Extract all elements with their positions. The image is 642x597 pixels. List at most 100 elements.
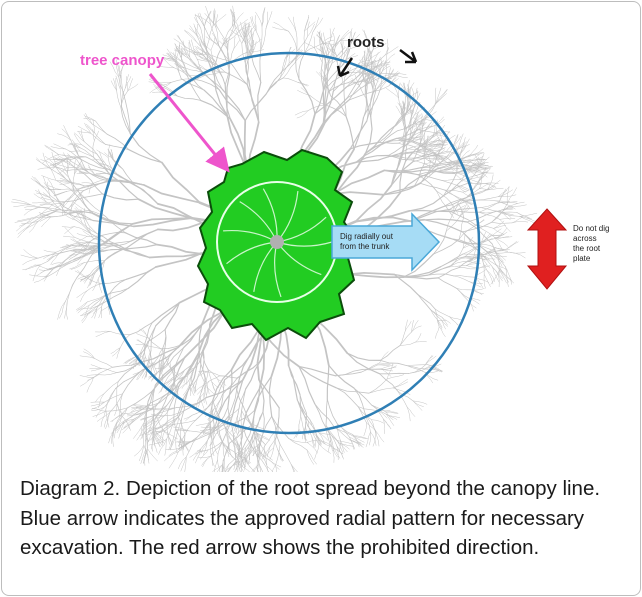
root-branch (212, 442, 218, 455)
root-branch (66, 190, 84, 192)
root-branch (321, 33, 324, 46)
root-branch (77, 241, 87, 250)
root-branch (324, 104, 347, 117)
root-branch (417, 169, 444, 176)
root-branch (74, 162, 81, 175)
root-branch (396, 137, 421, 146)
root-branch (372, 74, 380, 94)
root-branch (64, 301, 68, 319)
root-branch (109, 393, 123, 413)
root-branch (166, 410, 184, 424)
root-branch (92, 243, 118, 247)
root-branch (329, 28, 332, 41)
root-branch (268, 375, 273, 417)
root-branch (296, 399, 311, 421)
root-branch (182, 48, 195, 55)
root-branch (74, 245, 101, 254)
root-branch (55, 162, 68, 168)
root-branch (253, 445, 257, 456)
root-branch (506, 241, 519, 250)
root-branch (402, 253, 434, 278)
root-branch (134, 444, 145, 457)
root-branch (223, 466, 226, 472)
root-branch (54, 200, 66, 210)
root-branch (72, 142, 81, 152)
root-branch (93, 156, 111, 176)
root-branch (217, 43, 230, 61)
root-branch (162, 57, 177, 62)
root-branch (117, 63, 122, 80)
root-branch (379, 140, 400, 146)
root-branch (131, 413, 143, 422)
root-branch (60, 243, 74, 249)
root-branch (233, 453, 237, 470)
root-branch (346, 75, 374, 88)
root-branch (484, 183, 497, 189)
root-branch (211, 381, 216, 392)
root-branch (383, 418, 392, 430)
root-branch (105, 412, 111, 430)
root-branch (379, 59, 382, 75)
root-branch (349, 28, 353, 45)
root-branch (91, 308, 98, 319)
root-branch (154, 86, 163, 93)
root-branch (168, 447, 181, 456)
root-branch (415, 333, 422, 343)
root-branch (113, 158, 124, 170)
root-branch (273, 21, 289, 32)
root-branch (155, 385, 180, 407)
root-branch (89, 274, 95, 286)
root-branch (120, 64, 124, 80)
root-branch (327, 72, 339, 93)
root-branch (314, 403, 335, 428)
root-branch (156, 243, 202, 255)
root-branch (420, 129, 427, 143)
root-branch (397, 390, 414, 402)
root-branch (318, 440, 332, 447)
root-branch (417, 174, 443, 181)
root-branch (393, 273, 419, 296)
root-branch (17, 216, 37, 222)
root-branch (460, 156, 471, 160)
root-branch (193, 48, 204, 56)
root-branch (399, 161, 406, 194)
root-branch (152, 430, 166, 436)
root-branch (295, 50, 300, 80)
root-branch (479, 254, 490, 260)
root-branch (213, 75, 228, 116)
root-branch (74, 160, 82, 175)
root-branch (221, 88, 246, 122)
root-branch (446, 162, 456, 172)
root-branch (123, 419, 137, 429)
root-branch (86, 308, 98, 316)
root-branch (79, 375, 94, 378)
root-branch (76, 220, 91, 234)
root-branch (65, 277, 78, 302)
root-branch (34, 264, 49, 270)
root-branch (483, 273, 491, 287)
root-branch (298, 52, 306, 80)
root-branch (429, 140, 440, 150)
root-branch (499, 268, 509, 283)
root-branch (260, 25, 263, 51)
root-branch (76, 290, 88, 298)
root-branch (195, 400, 214, 421)
root-branch (207, 369, 213, 383)
root-branch (402, 82, 406, 98)
root-branch (226, 467, 231, 472)
root-branch (323, 32, 327, 46)
root-branch (184, 354, 200, 371)
root-branch (403, 121, 422, 149)
root-branch (267, 446, 271, 458)
root-branch (191, 75, 206, 82)
tree-canopy-label: tree canopy (80, 52, 165, 69)
root-branch (71, 161, 87, 172)
root-branch (479, 167, 486, 181)
root-branch (209, 415, 233, 435)
root-branch (323, 91, 329, 125)
root-branch (240, 453, 246, 467)
root-branch (320, 43, 334, 45)
root-branch (412, 400, 423, 411)
root-branch (363, 422, 367, 437)
root-branch (175, 437, 178, 454)
